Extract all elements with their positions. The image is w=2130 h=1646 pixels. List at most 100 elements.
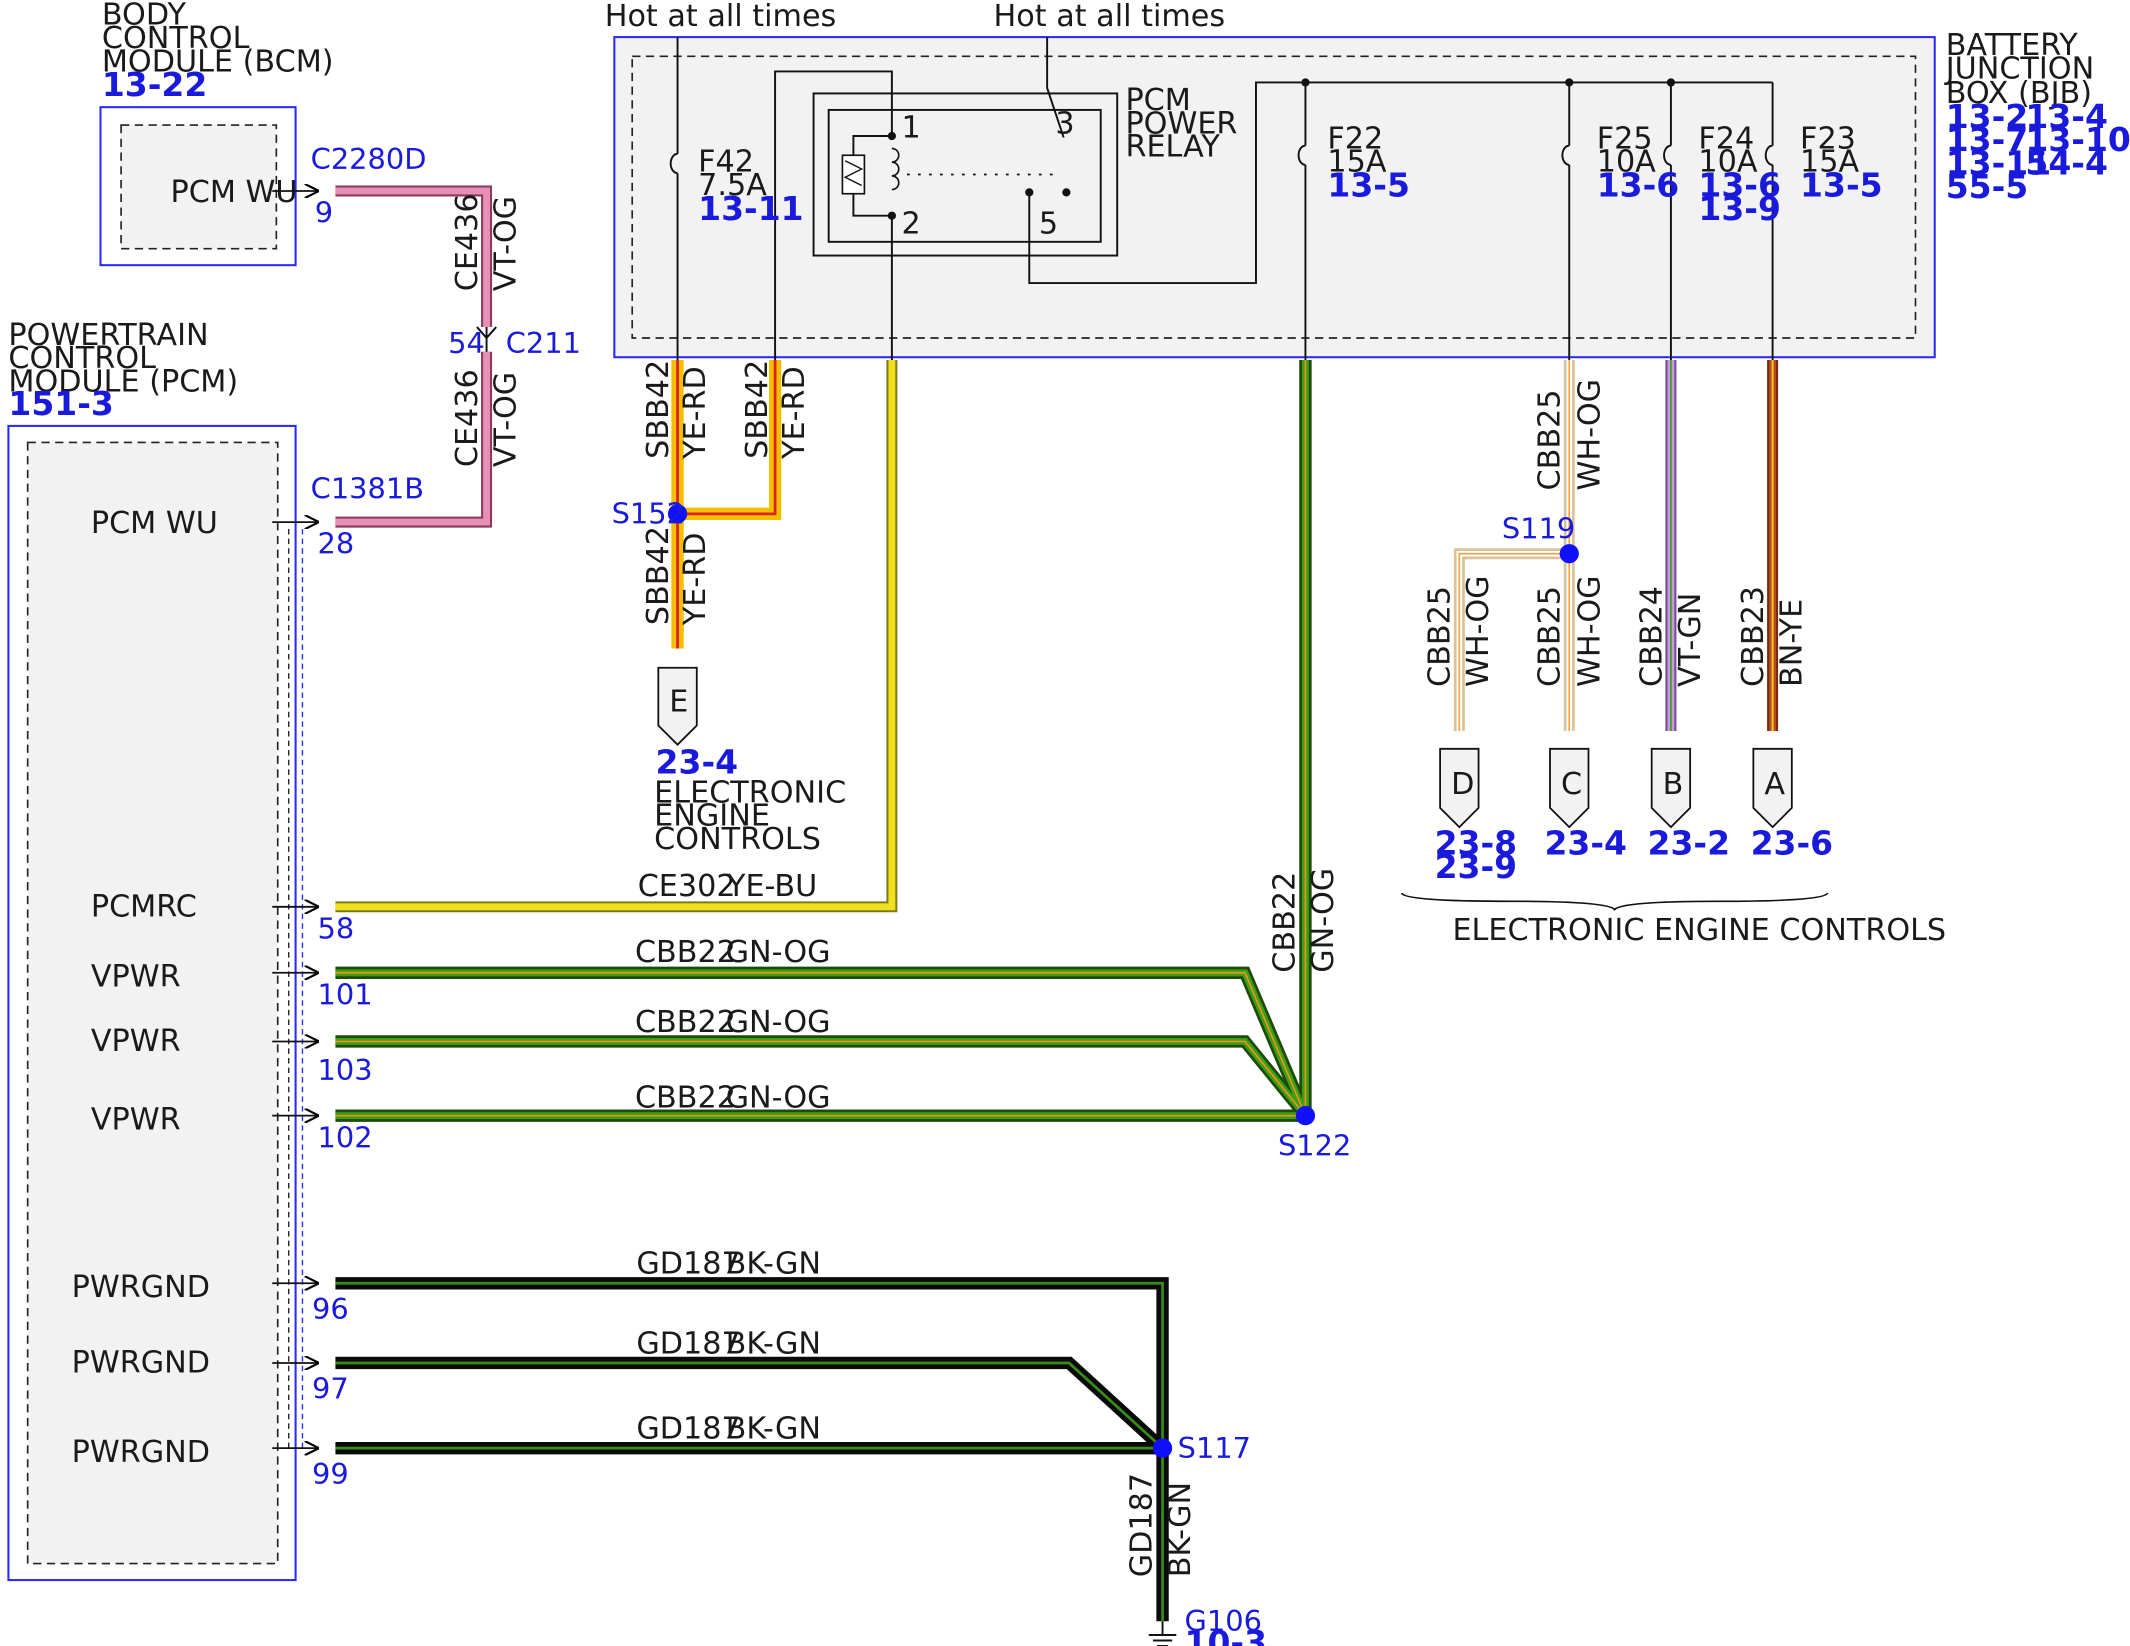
splice-s117-dot bbox=[1152, 1438, 1173, 1458]
pin-number-97: 97 bbox=[312, 1372, 349, 1406]
fuse-f22-id: F22 bbox=[1327, 121, 1383, 156]
bjb-junction-dots bbox=[1301, 78, 1676, 87]
pin-number-54: 54 bbox=[448, 326, 485, 360]
wire-cbb22-color-2: GN-OG bbox=[726, 1005, 831, 1040]
eec-group-brace bbox=[1400, 892, 1829, 911]
wire-cbb22-color-4: GN-OG bbox=[1306, 868, 1341, 973]
fuse-f22-rating: 15A bbox=[1327, 145, 1386, 180]
pcm-name-line-3: MODULE (PCM) bbox=[8, 365, 238, 400]
fuse-f25-rating: 10A bbox=[1597, 145, 1656, 180]
bjb-ref: 13-10 bbox=[2025, 120, 2130, 159]
pin-number-28: 28 bbox=[318, 527, 355, 561]
ground-g106: G106 10-3 bbox=[1148, 1604, 1268, 1646]
pin-number-96: 96 bbox=[312, 1292, 349, 1326]
ground-ref: 10-3 bbox=[1185, 1623, 1268, 1646]
pin-number-102: 102 bbox=[318, 1120, 373, 1154]
relay-terminal-1: 1 bbox=[901, 110, 920, 145]
connector-c211: C211 bbox=[506, 326, 581, 360]
fuse-f24-rating: 10A bbox=[1698, 145, 1757, 180]
fuse-f23-id: F23 bbox=[1800, 121, 1856, 156]
ground-name: G106 bbox=[1185, 1604, 1262, 1638]
wire-cbb22-circuit-2: CBB22 bbox=[635, 1005, 736, 1040]
pin-arrows bbox=[272, 191, 319, 1448]
bcm-name-line-3: MODULE (BCM) bbox=[102, 44, 334, 79]
relay-name-line-2: POWER bbox=[1125, 106, 1237, 141]
wire-cbb24-color: VT-GN bbox=[1673, 593, 1708, 687]
fuse-f42-id: F42 bbox=[698, 145, 754, 180]
fuse-f42-rating: 7.5A bbox=[698, 168, 767, 203]
fuse-f24-ref: 13-6 bbox=[1698, 165, 1781, 204]
bcm-module: BODY CONTROL MODULE (BCM) 13-22 PCM WU bbox=[99, 0, 334, 267]
wire-gd187-color-1: BK-GN bbox=[726, 1247, 821, 1282]
pin-number-9: 9 bbox=[315, 196, 333, 230]
bjb-ref: 55-5 bbox=[1946, 167, 2029, 206]
connector-c2280d: C2280D bbox=[311, 142, 427, 176]
wire-cbb25-color-2: WH-OG bbox=[1461, 575, 1496, 687]
wire-sbb42-color-2: YE-RD bbox=[777, 366, 812, 460]
pin-number-103: 103 bbox=[318, 1053, 373, 1087]
bcm-ref: 13-22 bbox=[102, 65, 207, 104]
wire-cbb23-circuit: CBB23 bbox=[1736, 586, 1771, 687]
splices: S152 S119 S122 S117 bbox=[612, 496, 1579, 1465]
wire-cbb25-circuit-2: CBB25 bbox=[1423, 586, 1458, 687]
wire-cbb24: CBB24 VT-GN bbox=[1634, 359, 1708, 731]
destination-e-desc-1: ELECTRONIC bbox=[654, 775, 846, 810]
connector-shape-b bbox=[1650, 747, 1692, 829]
bcm-inner-box bbox=[120, 124, 278, 250]
relay-terminal-2: 2 bbox=[901, 207, 920, 242]
wire-sbb42-circuit-1: SBB42 bbox=[641, 360, 676, 459]
bjb-name-line-1: BATTERY bbox=[1946, 28, 2079, 63]
hot-label-1: Hot at all times bbox=[605, 0, 837, 34]
bjb-name-line-2: JUNCTION bbox=[1944, 51, 2095, 86]
wire-cbb22: CBB22 GN-OG CBB22 GN-OG CBB22 GN-OG CBB2… bbox=[335, 359, 1341, 1122]
wire-ce302-circuit: CE302 bbox=[638, 869, 736, 904]
splice-s122-label: S122 bbox=[1278, 1128, 1351, 1162]
bjb-ref: 13-7 bbox=[1946, 120, 2029, 159]
wire-ce436-circuit-1: CE436 bbox=[450, 193, 485, 291]
relay-terminal-3: 3 bbox=[1055, 106, 1074, 141]
connector-c1381b: C1381B bbox=[311, 472, 424, 506]
pcm-pin-vpwr-3: VPWR bbox=[91, 1102, 181, 1137]
pcm-name-line-1: POWERTRAIN bbox=[8, 318, 208, 353]
connector-shape-d bbox=[1439, 747, 1480, 829]
wire-gd187-circuit-2: GD187 bbox=[636, 1326, 740, 1361]
relay-name-line-1: PCM bbox=[1125, 83, 1190, 118]
wire-sbb42-color-3: YE-RD bbox=[678, 532, 713, 626]
relay-name-line-3: RELAY bbox=[1125, 130, 1220, 165]
eec-group-label: ELECTRONIC ENGINE CONTROLS bbox=[1452, 913, 1946, 948]
wire-cbb22-circuit-3: CBB22 bbox=[635, 1080, 736, 1115]
wire-cbb25-color-1: WH-OG bbox=[1572, 379, 1607, 491]
destination-e-desc-2: ENGINE bbox=[654, 799, 770, 834]
wire-gd187-color-2: BK-GN bbox=[726, 1326, 821, 1361]
pcm-pin-pwrgnd-3: PWRGND bbox=[72, 1435, 210, 1470]
bcm-name-line-1: BODY bbox=[102, 0, 187, 33]
wire-cbb25: CBB25 WH-OG CBB25 WH-OG CBB25 WH-OG bbox=[1423, 359, 1607, 731]
pcm-pin-pwrgnd-2: PWRGND bbox=[72, 1346, 210, 1381]
destination-a-letter: A bbox=[1764, 767, 1785, 802]
wire-cbb25-circuit-3: CBB25 bbox=[1533, 586, 1568, 687]
pcm-pin-pcmrc: PCMRC bbox=[91, 889, 197, 924]
bjb-box bbox=[613, 36, 1936, 359]
wire-ce436-color-2: VT-OG bbox=[488, 372, 523, 467]
destination-b-ref: 23-2 bbox=[1648, 824, 1731, 863]
wire-cbb25-circuit-1: CBB25 bbox=[1533, 389, 1568, 490]
relay-terminal-5: 5 bbox=[1039, 207, 1058, 242]
wire-ce302: CE302 YE-BU bbox=[335, 359, 898, 913]
bjb-internal-wiring bbox=[669, 37, 1774, 360]
splice-s117-label: S117 bbox=[1178, 1431, 1251, 1465]
bjb-name-line-3: BOX (BJB) bbox=[1946, 76, 2092, 111]
destination-b-letter: B bbox=[1663, 767, 1684, 802]
bjb-inner-box bbox=[631, 55, 1917, 339]
bcm-pin-label: PCM WU bbox=[171, 175, 298, 210]
wire-sbb42-circuit-2: SBB42 bbox=[740, 360, 775, 459]
wire-gd187-circuit-4: GD187 bbox=[1125, 1473, 1160, 1577]
splice-s122-dot bbox=[1295, 1106, 1316, 1126]
destination-d-ref: 23-9 bbox=[1435, 847, 1518, 886]
destination-c-letter: C bbox=[1561, 767, 1582, 802]
wire-ce302-color: YE-BU bbox=[726, 869, 817, 904]
bjb-ref: 13-2 bbox=[1946, 97, 2029, 136]
wire-cbb22-color-3: GN-OG bbox=[726, 1080, 831, 1115]
bjb-module: BATTERY JUNCTION BOX (BJB) 13-2 13-4 13-… bbox=[613, 28, 2130, 359]
wire-cbb23-color: BN-YE bbox=[1774, 599, 1809, 687]
